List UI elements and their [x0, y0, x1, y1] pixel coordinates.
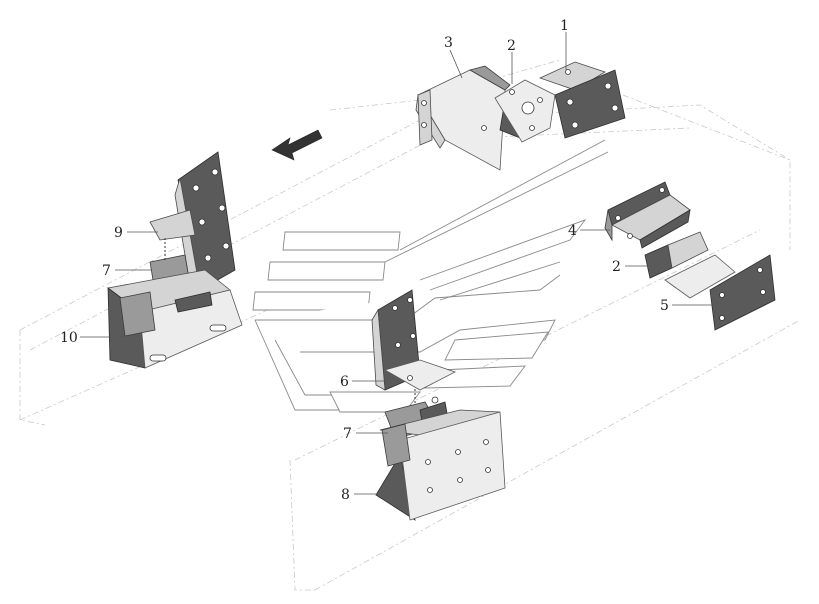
callout-8: 8: [341, 487, 350, 503]
callout-2: 2: [507, 38, 516, 54]
callout-9: 9: [114, 225, 123, 241]
part-9-upright-plate: [149, 151, 236, 291]
callout-1: 1: [560, 18, 569, 34]
callout-labels: 1 2 3 4 2 5 9 7 10 6 7 8: [60, 18, 669, 503]
callout-4: 4: [568, 223, 577, 239]
part-2-rubber-mount-right: [644, 231, 709, 279]
part-5-lower-bracket: [664, 254, 776, 331]
direction-arrow-icon: [271, 129, 323, 161]
part-6-upright-bracket: [371, 289, 457, 391]
part-1-frame-bracket: [538, 61, 626, 139]
callout-5: 5: [660, 298, 669, 314]
part-3-bracket: [415, 65, 511, 171]
callout-7-center: 7: [343, 426, 352, 442]
callout-3: 3: [444, 35, 453, 51]
part-4-channel-bracket: [604, 181, 691, 249]
callout-6: 6: [340, 374, 349, 390]
alignment-lines: [164, 238, 416, 412]
callout-2-right: 2: [612, 259, 621, 275]
part-2-rubber-mount-top: [494, 79, 556, 143]
leader-lines: [80, 32, 712, 495]
callout-7-left: 7: [102, 263, 111, 279]
callout-10: 10: [60, 330, 78, 346]
part-8-support-base: [375, 409, 506, 521]
part-10-support-base: [107, 269, 243, 369]
